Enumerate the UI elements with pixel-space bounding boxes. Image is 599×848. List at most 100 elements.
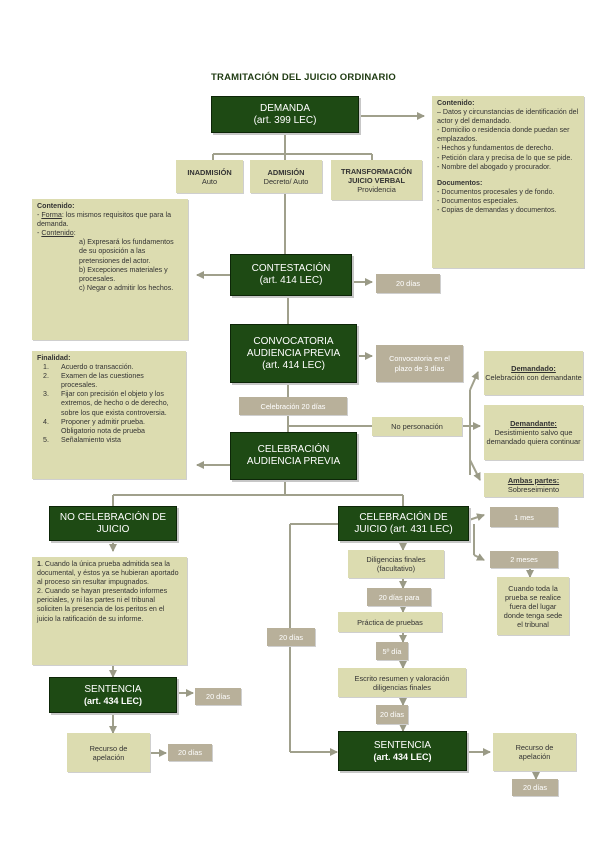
contenido-contestacion-heading: Contenido: bbox=[37, 202, 75, 210]
contenido-dash: - bbox=[37, 229, 42, 238]
no-celebracion-text-box: 1. Cuando la única prueba admitida sea l… bbox=[32, 557, 187, 665]
no-celebracion-text-1-body: . Cuando la única prueba admitida sea la… bbox=[37, 560, 179, 587]
contenido-item-b: b) Excepciones materiales y procesales. bbox=[79, 265, 168, 283]
diligencias-box: Diligencias finales (facultativo) bbox=[348, 550, 444, 578]
no-celebracion-text-2: 2. Cuando se hayan presentado informes p… bbox=[37, 587, 168, 623]
recurso-right-box: Recurso de apelación bbox=[493, 733, 576, 771]
sentencia-right-label: SENTENCIA bbox=[373, 739, 432, 751]
admision-label: ADMISIÓN bbox=[267, 167, 305, 177]
finalidad-num: 3. bbox=[43, 390, 49, 399]
finalidad-num: 4. bbox=[43, 417, 49, 426]
convocatoria-box: CONVOCATORIA AUDIENCIA PREVIA (art. 414 … bbox=[230, 324, 357, 383]
escrito-box: Escrito resumen y valoración diligencias… bbox=[338, 668, 466, 697]
demandante-label: Demandante: bbox=[510, 419, 557, 428]
un-mes: 1 mes bbox=[490, 507, 558, 527]
celebracion-audiencia-label-2: AUDIENCIA PREVIA bbox=[246, 456, 341, 467]
no-personacion-box: No personación bbox=[372, 417, 462, 436]
no-celebracion-box: NO CELEBRACIÓN DE JUICIO bbox=[49, 506, 177, 541]
forma-line: - Forma: los mismos requisitos que para … bbox=[37, 211, 183, 229]
finalidad-num: 2. bbox=[43, 372, 49, 381]
recurso-right-plazo: 20 días bbox=[512, 779, 558, 796]
dos-meses: 2 meses bbox=[490, 551, 558, 568]
page-title: TRAMITACIÓN DEL JUICIO ORDINARIO bbox=[211, 72, 396, 83]
celebracion-juicio-label-1: CELEBRACIÓN DE bbox=[359, 511, 448, 523]
finalidad-num: 5. bbox=[43, 435, 49, 444]
quinto-dia: 5º día bbox=[376, 642, 408, 660]
admision-box: ADMISIÓN Decreto/ Auto bbox=[250, 160, 322, 193]
demandante-text: Desistimiento salvo que demandado quiera… bbox=[486, 428, 581, 446]
practica-box: Práctica de pruebas bbox=[338, 612, 442, 632]
finalidad-item: 2. Examen de las cuestiones procesales. bbox=[37, 372, 181, 390]
documentos-item: - Documentos procesales y de fondo. bbox=[437, 187, 555, 196]
ambas-partes-text: Sobreseimiento bbox=[507, 485, 560, 494]
admision-sub: Decreto/ Auto bbox=[263, 176, 309, 186]
sentencia-left-box: SENTENCIA (art. 434 LEC) bbox=[49, 677, 177, 713]
contenido-demanda-item: – Datos y circunstancias de identificaci… bbox=[437, 108, 579, 126]
celebracion-audiencia-label-1: CELEBRACIÓN bbox=[257, 444, 330, 455]
demandado-text: Celebración con demandante bbox=[485, 373, 582, 382]
demanda-ref: (art. 399 LEC) bbox=[253, 114, 317, 126]
finalidad-text: Fijar con precisión el objeto y los extr… bbox=[61, 390, 169, 417]
demanda-label: DEMANDA bbox=[259, 102, 310, 114]
convocatoria-label-1: CONVOCATORIA bbox=[253, 335, 334, 347]
finalidad-heading: Finalidad: bbox=[37, 354, 71, 362]
forma-text: : los mismos requisitos que para la dema… bbox=[37, 211, 172, 229]
contestacion-ref: (art. 414 LEC) bbox=[259, 275, 323, 286]
contenido-contestacion-box: Contenido: - Forma: los mismos requisito… bbox=[32, 199, 188, 340]
finalidad-item: 5. Señalamiento vista bbox=[37, 436, 181, 445]
demanda-box: DEMANDA (art. 399 LEC) bbox=[211, 96, 359, 133]
plazo-contestacion: 20 días bbox=[376, 274, 440, 293]
finalidad-text: Señalamiento vista bbox=[61, 435, 121, 444]
contenido-demanda-item: - Petición clara y precisa de lo que se … bbox=[437, 153, 573, 162]
finalidad-text: Acuerdo o transacción. bbox=[61, 363, 134, 372]
contenido-label: Contenido bbox=[41, 229, 74, 238]
contenido-colon: : bbox=[73, 229, 76, 238]
no-celebracion-label-2: JUICIO bbox=[96, 523, 130, 535]
contestacion-label: CONTESTACIÓN bbox=[251, 263, 331, 274]
contenido-demanda-item: - Nombre del abogado y procurador. bbox=[437, 162, 551, 171]
transformacion-box: TRANSFORMACIÓN JUICIO VERBAL Providencia bbox=[331, 160, 422, 200]
celebracion-20-dias: Celebración 20 días bbox=[239, 397, 347, 415]
contenido-demanda-item: - Hechos y fundamentos de derecho. bbox=[437, 144, 554, 153]
inadmision-sub: Auto bbox=[201, 176, 218, 186]
demandante-box: Demandante: Desistimiento salvo que dema… bbox=[484, 405, 583, 460]
contenido-demanda-box: Contenido: – Datos y circunstancias de i… bbox=[432, 96, 584, 268]
dos-meses-text: Cuando toda la prueba se realice fuera d… bbox=[497, 577, 569, 635]
no-celebracion-num-1: 1 bbox=[37, 560, 41, 568]
veinte-dias-lateral: 20 días bbox=[267, 628, 315, 646]
contenido-item-a: a) Expresará los fundamentos de su oposi… bbox=[79, 238, 174, 265]
ambas-partes-box: Ambas partes: Sobreseimiento bbox=[484, 473, 583, 497]
sentencia-right-box: SENTENCIA (art. 434 LEC) bbox=[338, 731, 467, 771]
documentos-item: - Documentos especiales. bbox=[437, 196, 519, 205]
finalidad-item: 4. Proponer y admitir prueba. Obligatorio… bbox=[37, 418, 181, 436]
forma-dash: - bbox=[37, 211, 42, 220]
celebracion-juicio-box: CELEBRACIÓN DE JUICIO (art. 431 LEC) bbox=[338, 506, 469, 541]
contenido-demanda-item: - Domicilio o residencia donde puedan se… bbox=[437, 126, 570, 144]
demandado-box: Demandado: Celebración con demandante bbox=[484, 351, 583, 395]
inadmision-box: INADMISIÓN Auto bbox=[176, 160, 243, 193]
veinte-dias-para: 20 días para bbox=[367, 588, 431, 606]
sentencia-left-plazo: 20 días bbox=[195, 688, 241, 705]
recurso-left-box: Recurso de apelación bbox=[67, 733, 150, 772]
finalidad-box: Finalidad: 1. Acuerdo o transacción. 2. Ex… bbox=[32, 351, 186, 479]
documentos-item: - Copias de demandas y documentos. bbox=[437, 206, 557, 215]
contenido-item-c: c) Negar o admitir los hechos. bbox=[79, 283, 174, 292]
recurso-left-plazo: 20 días bbox=[168, 744, 212, 761]
demandado-label: Demandado: bbox=[511, 364, 556, 373]
documentos-heading: Documentos: bbox=[437, 178, 483, 187]
transformacion-label-1: TRANSFORMACIÓN bbox=[340, 166, 413, 176]
finalidad-num: 1. bbox=[43, 363, 49, 372]
veinte-dias-a: 20 días bbox=[376, 705, 408, 724]
ambas-partes-label: Ambas partes: bbox=[507, 476, 560, 485]
finalidad-item: 1. Acuerdo o transacción. bbox=[37, 363, 181, 372]
no-celebracion-label-1: NO CELEBRACIÓN DE bbox=[59, 511, 167, 523]
no-celebracion-text-1: 1. Cuando la única prueba admitida sea l… bbox=[37, 560, 182, 587]
inadmision-label: INADMISIÓN bbox=[187, 167, 232, 177]
celebracion-juicio-label-2: JUICIO (art. 431 LEC) bbox=[354, 523, 453, 535]
forma-label: Forma bbox=[41, 211, 62, 220]
transformacion-label-2: JUICIO VERBAL bbox=[347, 175, 406, 185]
contenido-demanda-heading: Contenido: bbox=[437, 99, 475, 107]
finalidad-text: Proponer y admitir prueba. Obligatorio n… bbox=[61, 417, 146, 435]
sentencia-right-ref: (art. 434 LEC) bbox=[373, 751, 432, 762]
finalidad-text: Examen de las cuestiones procesales. bbox=[61, 372, 144, 390]
